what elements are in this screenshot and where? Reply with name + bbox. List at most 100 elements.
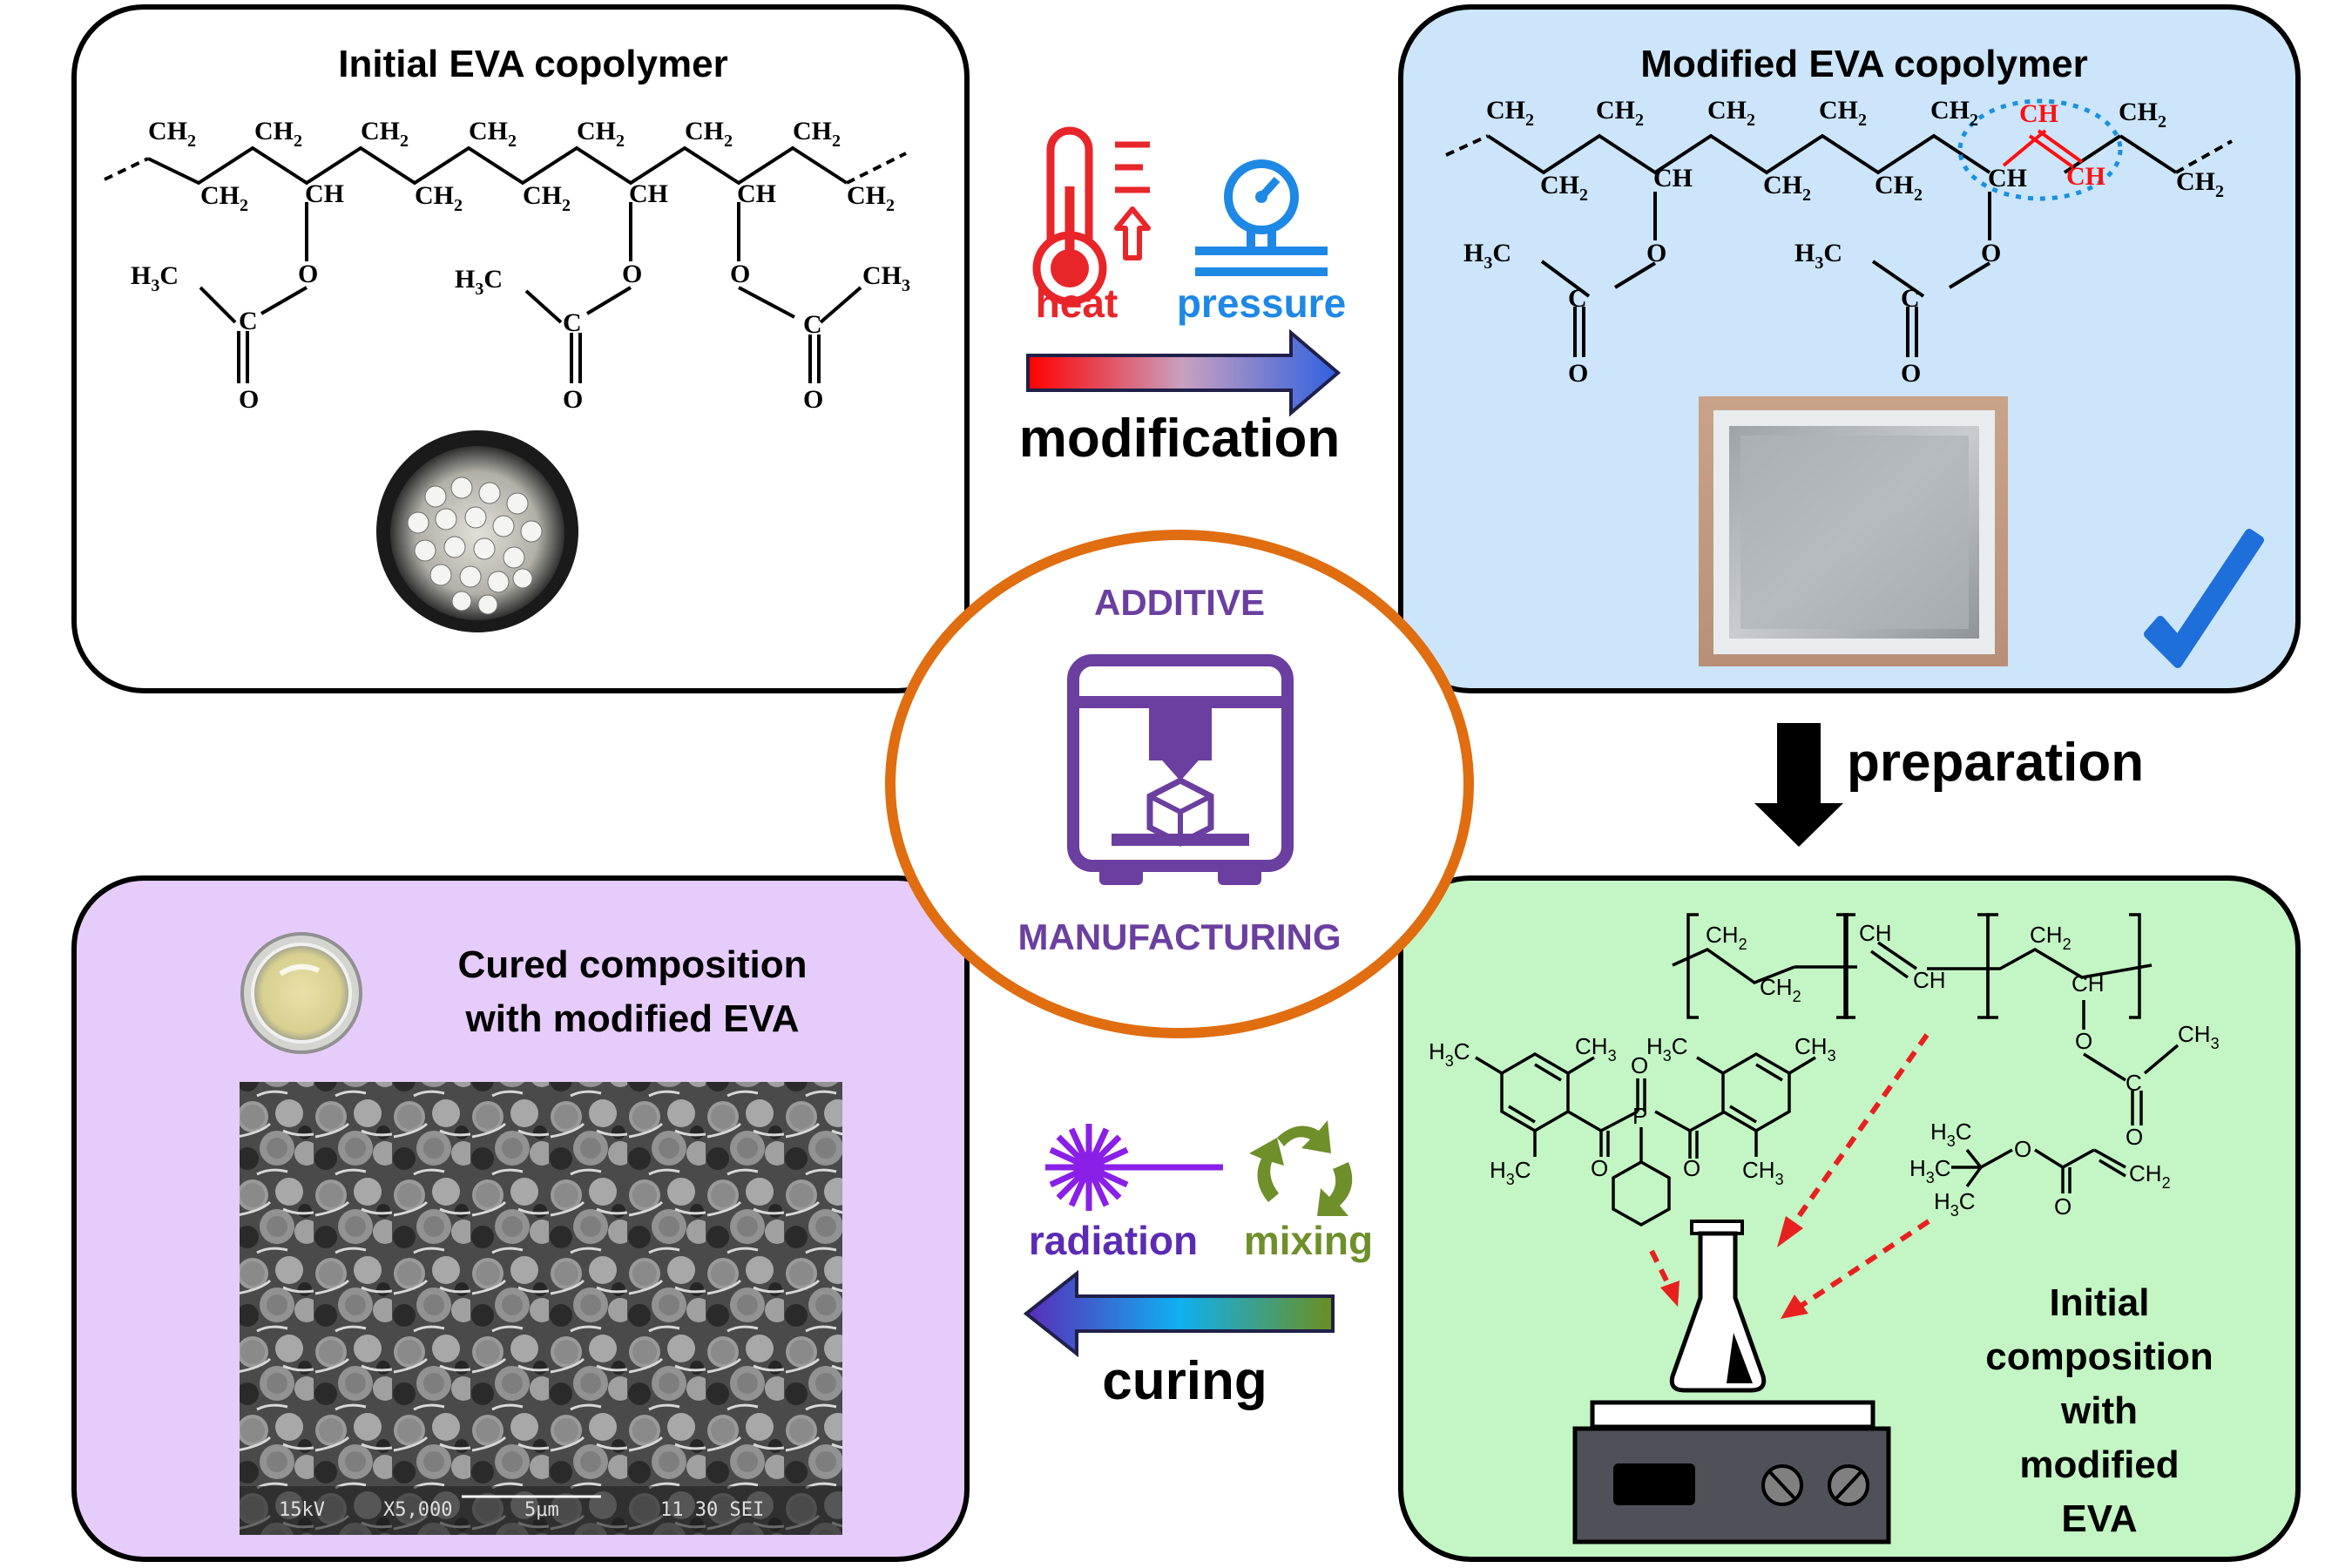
o-label: O [1901, 359, 1921, 388]
h3c-label: H3C [1490, 1157, 1531, 1188]
cured-sample-photo [240, 932, 362, 1054]
o-label: O [2014, 1136, 2031, 1162]
ch2-label: CH2 [469, 117, 517, 151]
ch-label: CH [1913, 967, 1946, 993]
acrylate-structure [1951, 1148, 2126, 1193]
ch2-label: CH2 [2119, 98, 2166, 132]
ch2-label: CH2 [577, 117, 625, 151]
c-label: C [1901, 284, 1920, 313]
curing-arrow [1023, 1269, 1335, 1358]
additive-label: ADDITIVE [1094, 582, 1265, 623]
o-label: O [803, 385, 823, 414]
curing-label: curing [1102, 1351, 1267, 1411]
radiation-label: radiation [1029, 1218, 1198, 1263]
sem-voltage: 15kV [279, 1499, 325, 1521]
ingredient-arrowheads [1660, 1216, 1808, 1319]
panel-initial-eva: Initial EVA copolymer CH2 CH2 CH2 CH CH2… [71, 4, 970, 693]
ch-label: CH [305, 179, 344, 208]
acrylate-labels: H3C H3C H3C O O CH2 [1909, 1119, 2171, 1220]
ch2-label: CH2 [1486, 96, 1534, 130]
ch-label: CH [1653, 164, 1693, 193]
o-label: O [730, 260, 750, 288]
ch2-label: CH2 [200, 181, 248, 215]
ch2-label: CH2 [1763, 171, 1811, 205]
o-label: O [1591, 1155, 1608, 1181]
o-label: O [239, 385, 259, 414]
sem-micrograph: 15kV X5,000 5μm 11 30 SEI [240, 1082, 842, 1535]
h3c-label: H3C [1909, 1155, 1951, 1186]
o-label: O [2075, 1028, 2092, 1054]
o-label: O [1631, 1052, 1648, 1078]
ch3-label: CH3 [1742, 1157, 1784, 1188]
eva-granules-photo [376, 430, 578, 632]
radiation-icon [1045, 1124, 1223, 1211]
h3c-label: H3C [1646, 1033, 1688, 1064]
ch-label: CH [2072, 970, 2105, 997]
ch3-label: CH3 [1794, 1033, 1836, 1064]
o-label: O [298, 260, 318, 288]
mixing-label: mixing [1244, 1218, 1373, 1263]
panel-modified-eva-frame [1398, 4, 2301, 693]
curing-step: radiation mixing curing [1023, 1120, 1373, 1411]
mixing-recycle-icon [1249, 1120, 1353, 1216]
c-label: C [1568, 284, 1587, 313]
modified-acetate-labels: O H3C C O O H3C C O [1463, 239, 2001, 388]
ch2-label: CH2 [254, 117, 302, 151]
panel-initial-composition-title: Initial composition with modified EVA [1985, 1281, 2213, 1540]
panel-initial-composition-frame [1398, 875, 2301, 1562]
acetate-labels: O H3C C O O H3C C O O CH3 C O [131, 260, 910, 414]
ch2-label: CH2 [1760, 974, 1801, 1005]
h3c-label: H3C [1934, 1188, 1976, 1220]
ch2-label: CH2 [847, 181, 895, 215]
sem-magnification: X5,000 [383, 1499, 452, 1521]
ch2-label: CH2 [2176, 167, 2224, 201]
printer-foot-left [1099, 866, 1143, 885]
polymer-formula [1672, 913, 2180, 1125]
modified-acetate-groups [1540, 260, 1991, 357]
photoinitiator-structure [1475, 1051, 1816, 1227]
ch2-label: CH2 [685, 117, 733, 151]
flask-on-stirrer-icon [1572, 1220, 1891, 1544]
ch3-label: CH3 [2178, 1021, 2220, 1052]
ch2-label: CH2 [1540, 171, 1588, 205]
acetate-groups [199, 286, 862, 383]
modified-eva-film-photo [1699, 396, 2008, 666]
h3c-label: H3C [1463, 239, 1511, 273]
title-line: modified [2019, 1443, 2179, 1486]
pressure-label: pressure [1177, 280, 1346, 326]
ch-label: CH [1988, 164, 2027, 193]
title-line: EVA [2061, 1497, 2137, 1540]
h3c-label: H3C [1429, 1038, 1470, 1070]
o-label: O [563, 385, 583, 414]
title-line: Initial [2050, 1281, 2150, 1324]
panel-cured: Cured composition with modified EVA 15kV… [71, 875, 970, 1562]
h3c-label: H3C [1930, 1119, 1972, 1150]
ch2-label: CH2 [1875, 171, 1923, 205]
ch-red-label: CH [2019, 99, 2058, 128]
photoinitiator-labels: H3C CH3 H3C O O P O H3C CH3 CH3 [1429, 1033, 1836, 1188]
printer-foot-right [1218, 866, 1261, 885]
title-line: composition [1985, 1335, 2213, 1378]
ch3-label: CH3 [1575, 1033, 1617, 1064]
ch-label: CH [1859, 920, 1892, 946]
p-label: P [1632, 1103, 1647, 1129]
title-line: with [2060, 1389, 2138, 1432]
modification-step: heat pressure modification [1019, 126, 1346, 469]
preparation-label: preparation [1847, 733, 2144, 793]
manufacturing-label: MANUFACTURING [1018, 916, 1342, 957]
ch-red-label: CH [2066, 162, 2105, 191]
sem-detector: 11 30 SEI [660, 1499, 764, 1521]
ch2-label: CH2 [793, 117, 841, 151]
ch2-label: CH2 [1819, 96, 1867, 130]
preparation-step: preparation [1754, 723, 2144, 847]
center-additive-manufacturing: ADDITIVE MANUFACTURING [885, 530, 1474, 1038]
h3c-label: H3C [455, 265, 503, 299]
o-label: O [622, 260, 642, 288]
title-line: Cured composition [458, 943, 808, 986]
title-line: with modified EVA [465, 997, 800, 1040]
c-label: C [803, 310, 822, 339]
radiation-core [1073, 1152, 1105, 1183]
ch2-label: CH2 [1707, 96, 1755, 130]
